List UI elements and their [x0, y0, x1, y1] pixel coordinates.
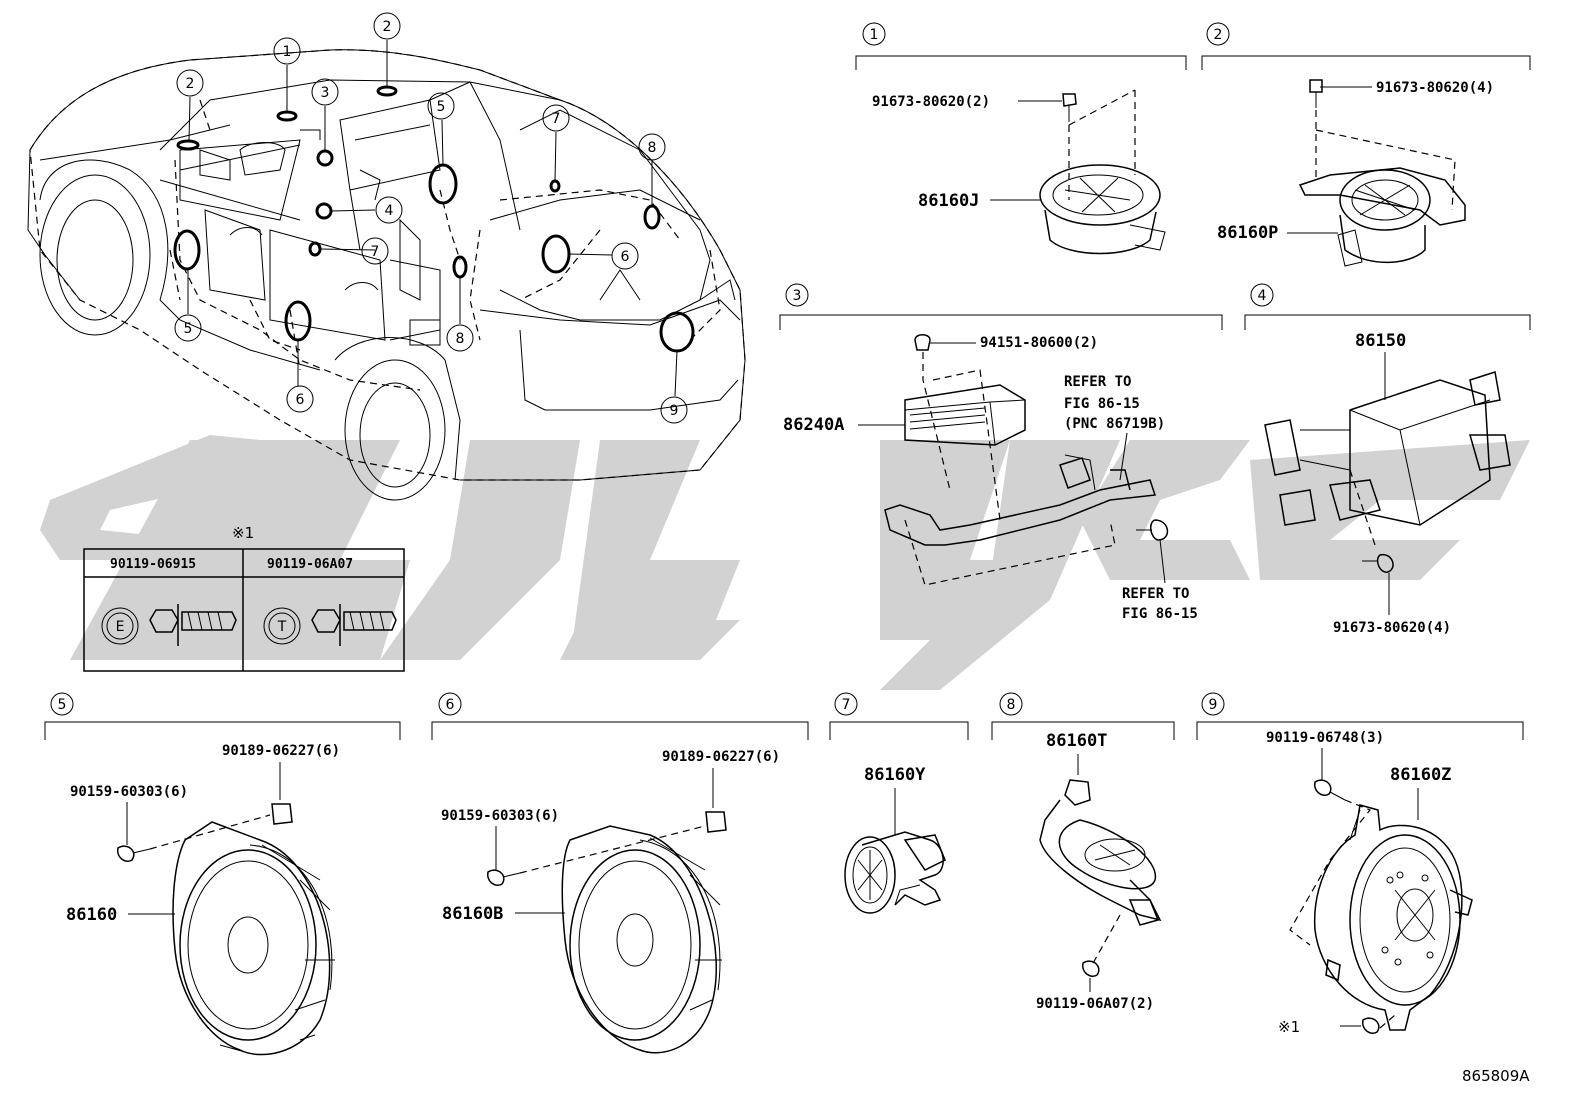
section-2-tweeter: 91673-80620(4) 86160P — [1217, 79, 1494, 267]
part-91673-80620-s2: 91673-80620(4) — [1376, 80, 1494, 96]
callout-2a: 2 — [186, 76, 195, 92]
part-90119-06A07: 90119-06A07(2) — [1036, 996, 1154, 1012]
refer-to-line2: FIG 86-15 — [1064, 396, 1140, 412]
section-1-tweeter: 91673-80620(2) 86160J — [872, 89, 1166, 255]
callout-8a: 8 — [648, 140, 657, 156]
callout-7b: 7 — [552, 111, 561, 127]
watermark-logo — [40, 435, 1530, 690]
part-86160B: 86160B — [442, 904, 503, 924]
part-86160Y: 86160Y — [864, 765, 926, 785]
note-table: ※1 90119-06915 90119-06A07 E T — [83, 524, 405, 672]
callout-4: 4 — [385, 203, 394, 219]
refer-to-2-line1: REFER TO — [1122, 586, 1189, 602]
note-ref-mark: ※1 — [1278, 1018, 1300, 1036]
section-5-door-speaker: 90189-06227(6) 90159-60303(6) 86160 — [66, 743, 340, 1056]
callout-7a: 7 — [371, 244, 380, 260]
section-4-number: 4 — [1258, 288, 1267, 304]
refer-to-line3: (PNC 86719B) — [1064, 416, 1165, 432]
part-91673-80620-s1: 91673-80620(2) — [872, 94, 990, 110]
section-8-number: 8 — [1007, 697, 1016, 713]
figure-id: 865809A — [1462, 1067, 1530, 1085]
part-86160: 86160 — [66, 905, 117, 925]
part-86150: 86150 — [1355, 331, 1406, 351]
callout-3: 3 — [321, 85, 330, 101]
section-2-number: 2 — [1214, 27, 1223, 43]
section-3-amplifier: 94151-80600(2) 86240A REFER TO FIG 86-15… — [783, 334, 1198, 622]
note-col2-header: 90119-06A07 — [267, 557, 353, 572]
part-86160P: 86160P — [1217, 223, 1278, 243]
part-86240A: 86240A — [783, 415, 844, 435]
callout-8b: 8 — [456, 331, 465, 347]
callout-2b: 2 — [383, 19, 392, 35]
callout-1: 1 — [283, 44, 292, 60]
part-86160T: 86160T — [1046, 731, 1107, 751]
section-9-number: 9 — [1209, 697, 1218, 713]
section-6-number: 6 — [446, 697, 455, 713]
vehicle-overview — [27, 49, 746, 501]
part-91673-80620-s4: 91673-80620(4) — [1333, 620, 1451, 636]
section-headers: 1 2 3 4 5 6 7 8 9 — [44, 22, 1531, 740]
leader-lines — [187, 40, 678, 397]
note-table-mark: ※1 — [232, 524, 254, 542]
section-6-door-speaker: 90189-06227(6) 90159-60303(6) 86160B — [441, 749, 780, 1054]
part-86160J: 86160J — [918, 191, 979, 211]
note-col1-header: 90119-06915 — [110, 557, 196, 572]
section-8-tweeter: 86160T 90119-06A07(2) — [1036, 731, 1162, 1012]
section-7-number: 7 — [842, 697, 851, 713]
callout-9: 9 — [670, 403, 679, 419]
part-90189-06227-s6: 90189-06227(6) — [662, 749, 780, 765]
vehicle-callouts: 2 1 2 3 4 7 7 5 5 6 6 8 8 9 — [174, 12, 688, 424]
section-7-tweeter: 86160Y — [844, 765, 946, 914]
callout-5b: 5 — [184, 321, 193, 337]
note-mark-t: T — [277, 619, 287, 635]
section-3-number: 3 — [793, 288, 802, 304]
part-90119-06748: 90119-06748(3) — [1266, 730, 1384, 746]
part-90159-60303-s5: 90159-60303(6) — [70, 784, 188, 800]
section-4-amplifier: 86150 91673-80620(4) — [1264, 331, 1511, 636]
section-9-rear-speaker: 90119-06748(3) 86160Z ※1 — [1266, 730, 1473, 1036]
refer-to-2-line2: FIG 86-15 — [1122, 606, 1198, 622]
refer-to-line1: REFER TO — [1064, 374, 1131, 390]
part-90159-60303-s6: 90159-60303(6) — [441, 808, 559, 824]
callout-5a: 5 — [437, 99, 446, 115]
part-90189-06227-s5: 90189-06227(6) — [222, 743, 340, 759]
callout-6a: 6 — [296, 392, 305, 408]
part-94151-80600: 94151-80600(2) — [980, 335, 1098, 351]
note-mark-e: E — [116, 619, 125, 635]
callout-6b: 6 — [621, 249, 630, 265]
section-1-number: 1 — [870, 27, 879, 43]
section-5-number: 5 — [58, 697, 67, 713]
part-86160Z: 86160Z — [1390, 765, 1451, 785]
